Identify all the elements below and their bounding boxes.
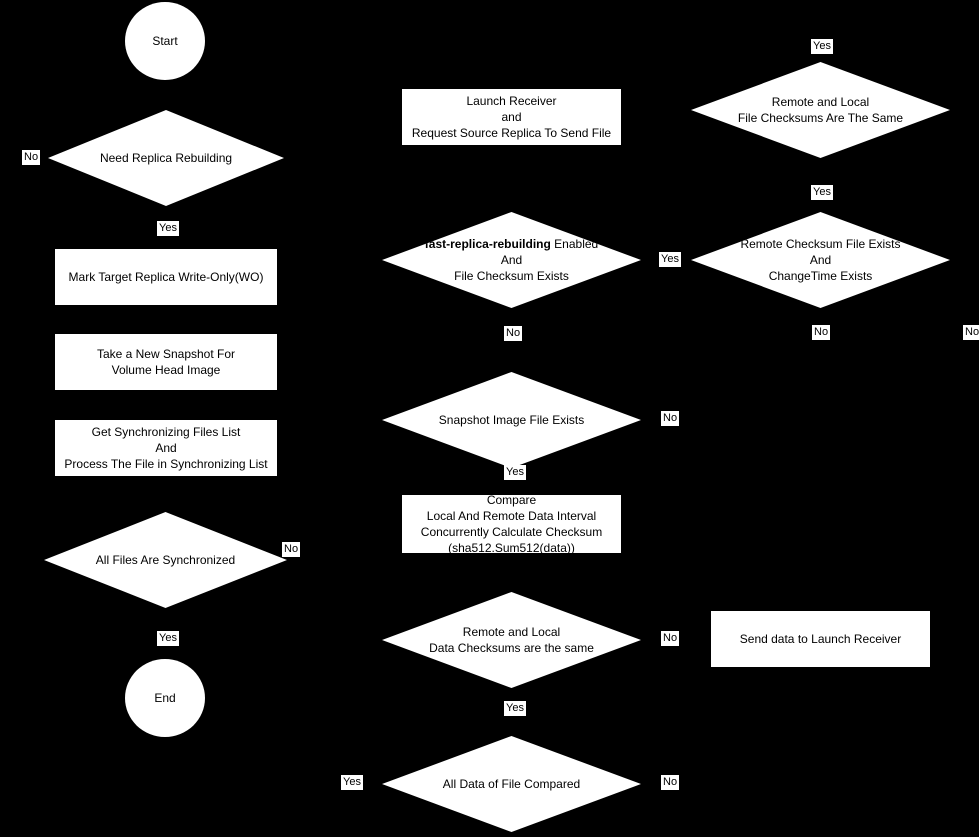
node-launch-receiver: Launch Receiver and Request Source Repli… — [402, 89, 621, 145]
edge-label-remote-checksum-file-exists-no-right: No — [963, 325, 979, 340]
node-snapshot-image-file-exists: Snapshot Image File Exists — [382, 372, 641, 468]
edge-label-all-data-compared-yes: Yes — [341, 775, 363, 790]
node-label-snapshot-image-file-exists: Snapshot Image File Exists — [438, 413, 585, 427]
node-label-start: Start — [152, 34, 178, 48]
edge-label-data-checksums-same-no: No — [661, 631, 680, 646]
node-start: Start — [125, 2, 205, 80]
node-label-end: End — [154, 691, 176, 705]
node-send-data-to-launch-receiver: Send data to Launch Receiver — [711, 611, 930, 667]
node-label-need-replica-rebuilding: Need Replica Rebuilding — [99, 151, 233, 165]
edge-label-fast-replica-rebuilding-yes: Yes — [659, 252, 681, 267]
node-remote-local-file-checksums-same: Remote and Local File Checksums Are The … — [691, 62, 950, 158]
edge-label-file-checksums-same-yes-top: Yes — [811, 39, 833, 54]
node-label-mark-target-replica-wo: Mark Target Replica Write-Only(WO) — [68, 270, 264, 284]
node-label-get-sync-files-list: Get Synchronizing Files List And Process… — [64, 425, 268, 471]
node-label-remote-local-data-checksums-same: Remote and Local Data Checksums are the … — [429, 625, 594, 655]
node-label-all-files-synchronized: All Files Are Synchronized — [95, 553, 236, 567]
node-compare-data-interval: Compare Local And Remote Data Interval C… — [402, 493, 621, 555]
edge-label-data-checksums-same-yes: Yes — [504, 701, 526, 716]
node-get-sync-files-list: Get Synchronizing Files List And Process… — [55, 420, 277, 476]
node-label-remote-checksum-file-exists: Remote Checksum File Exists And ChangeTi… — [740, 237, 901, 283]
node-fast-replica-rebuilding-enabled: fast-replica-rebuilding Enabled And File… — [382, 212, 641, 308]
edge-label-all-files-synchronized-no: No — [282, 542, 301, 557]
node-label-all-data-of-file-compared: All Data of File Compared — [442, 777, 581, 791]
edge-label-need-replica-rebuilding-yes: Yes — [157, 221, 179, 236]
node-need-replica-rebuilding: Need Replica Rebuilding — [48, 110, 284, 206]
node-label-fast-replica-rebuilding-enabled: fast-replica-rebuilding Enabled And File… — [424, 237, 599, 283]
edge-label-all-files-synchronized-yes: Yes — [157, 631, 179, 646]
node-label-remote-local-file-checksums-same: Remote and Local File Checksums Are The … — [737, 95, 904, 125]
edge-label-all-data-compared-no: No — [661, 775, 680, 790]
node-remote-local-data-checksums-same: Remote and Local Data Checksums are the … — [382, 592, 641, 688]
node-label-take-new-snapshot: Take a New Snapshot For Volume Head Imag… — [96, 347, 236, 377]
edge-label-need-replica-rebuilding-no: No — [22, 150, 41, 165]
edge-label-snapshot-image-file-exists-no: No — [661, 411, 680, 426]
node-all-data-of-file-compared: All Data of File Compared — [382, 736, 641, 832]
edge-label-remote-checksum-file-exists-no: No — [812, 325, 831, 340]
node-mark-target-replica-wo: Mark Target Replica Write-Only(WO) — [55, 249, 277, 305]
edge-label-file-checksums-same-yes-bottom: Yes — [811, 185, 833, 200]
node-remote-checksum-file-exists: Remote Checksum File Exists And ChangeTi… — [691, 212, 950, 308]
node-label-compare-data-interval: Compare Local And Remote Data Interval C… — [420, 493, 603, 555]
edge-label-snapshot-image-file-exists-yes: Yes — [504, 465, 526, 480]
node-end: End — [125, 659, 205, 737]
node-label-launch-receiver: Launch Receiver and Request Source Repli… — [411, 94, 612, 140]
node-label-bold-fast-replica-rebuilding-enabled: fast-replica-rebuilding — [424, 237, 551, 251]
node-take-new-snapshot: Take a New Snapshot For Volume Head Imag… — [55, 334, 277, 390]
node-all-files-synchronized: All Files Are Synchronized — [44, 512, 287, 608]
edge-label-fast-replica-rebuilding-no: No — [504, 326, 523, 341]
node-label-send-data-to-launch-receiver: Send data to Launch Receiver — [739, 632, 902, 646]
